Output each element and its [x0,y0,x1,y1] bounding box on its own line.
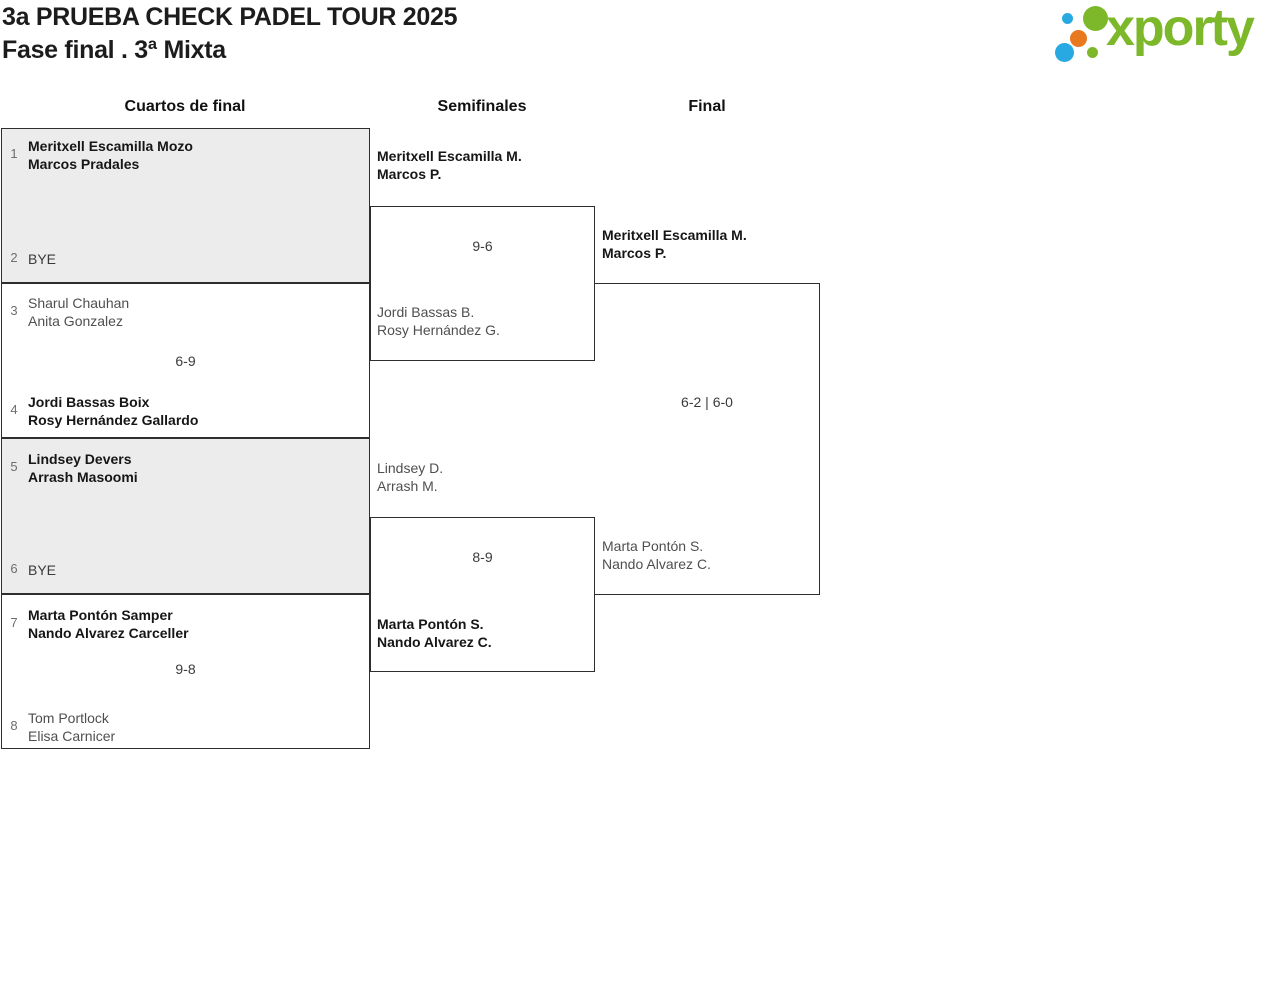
qf-match-3: 5 Lindsey Devers Arrash Masoomi 6 BYE [1,438,370,594]
player-name: Rosy Hernández G. [377,322,500,338]
qf-match-4: 7 Marta Pontón Samper Nando Alvarez Carc… [1,594,370,749]
team-name: Meritxell Escamilla Mozo Marcos Pradales [28,137,193,173]
final-match-box [594,283,820,595]
player-name: Anita Gonzalez [28,313,123,329]
player-name: Elisa Carnicer [28,728,116,744]
page-subtitle: Fase final . 3ª Mixta [2,36,226,64]
team-name: Jordi Bassas B. Rosy Hernández G. [377,303,500,339]
team-name: Jordi Bassas Boix Rosy Hernández Gallard… [28,393,198,429]
seed-number: 3 [10,303,18,318]
player-name: Marcos Pradales [28,156,140,172]
logo-wordmark: xporty [1106,0,1255,57]
player-name: Tom Portlock [28,710,109,726]
player-name: Meritxell Escamilla M. [377,148,522,164]
match-score: 6-2 | 6-0 [681,394,733,410]
logo-dot-icon [1083,6,1108,31]
qf-match-2: 3 Sharul Chauhan Anita Gonzalez 6-9 4 Jo… [1,283,370,438]
team-name: Lindsey D. Arrash M. [377,459,443,495]
match-score: 8-9 [472,549,493,565]
seed-number: 1 [10,146,18,161]
player-name: Jordi Bassas Boix [28,394,150,410]
match-score: 9-6 [472,238,493,254]
qf-match-1: 1 Meritxell Escamilla Mozo Marcos Pradal… [1,128,370,283]
player-name: Lindsey Devers [28,451,132,467]
player-name: Marta Pontón S. [602,538,704,554]
player-name: Arrash M. [377,478,438,494]
round-header-final: Final [688,98,726,115]
seed-number: 8 [10,718,18,733]
player-name: Marcos P. [377,166,442,182]
round-header-cuartos: Cuartos de final [124,98,246,115]
team-name: Marta Pontón Samper Nando Alvarez Carcel… [28,606,189,642]
page-title: 3a PRUEBA CHECK PADEL TOUR 2025 [2,3,458,31]
player-name: Rosy Hernández Gallardo [28,412,199,428]
player-name: Marta Pontón Samper [28,607,173,623]
player-name: Nando Alvarez C. [602,556,711,572]
logo-dot-icon [1087,47,1098,58]
match-score: 6-9 [175,352,196,369]
player-name: Lindsey D. [377,460,444,476]
player-name: Meritxell Escamilla M. [602,227,747,243]
player-name: Jordi Bassas B. [377,304,475,320]
player-name: Marta Pontón S. [377,616,484,632]
team-name: Marta Pontón S. Nando Alvarez C. [377,615,492,651]
logo-dot-icon [1070,30,1087,47]
logo-dot-icon [1055,43,1074,62]
team-name: Tom Portlock Elisa Carnicer [28,709,115,745]
match-score: 9-8 [175,661,196,677]
team-name: Meritxell Escamilla M. Marcos P. [602,226,747,262]
player-name: Meritxell Escamilla Mozo [28,138,193,154]
team-name: Meritxell Escamilla M. Marcos P. [377,147,522,183]
round-header-semifinales: Semifinales [437,98,527,115]
player-name: Marcos P. [602,245,667,261]
team-name: BYE [28,562,57,578]
seed-number: 4 [10,402,18,417]
logo-dot-icon [1062,13,1073,24]
team-name: BYE [28,251,57,267]
seed-number: 6 [10,561,18,576]
player-name: Nando Alvarez Carceller [28,625,189,641]
team-name: Marta Pontón S. Nando Alvarez C. [602,537,711,573]
seed-number: 5 [10,459,18,474]
team-name: Sharul Chauhan Anita Gonzalez [28,294,129,330]
team-name: Lindsey Devers Arrash Masoomi [28,450,138,486]
seed-number: 2 [10,250,18,265]
player-name: Arrash Masoomi [28,469,138,485]
player-name: Nando Alvarez C. [377,634,492,650]
seed-number: 7 [10,615,18,630]
player-name: Sharul Chauhan [28,295,130,311]
